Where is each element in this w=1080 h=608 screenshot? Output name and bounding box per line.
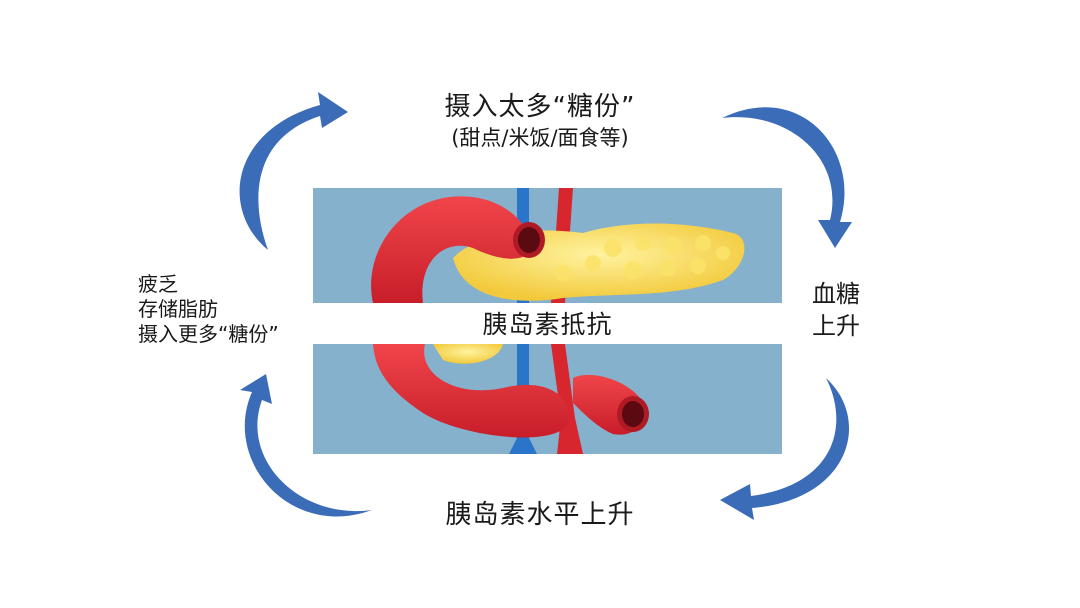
right-step-text: 血糖 上升 xyxy=(812,278,860,342)
pancreas-illustration xyxy=(313,188,782,454)
right-step-line-1: 血糖 xyxy=(812,280,860,308)
curved-arrow-icon-bottom-right xyxy=(720,378,850,520)
center-label: 胰岛素抵抗 xyxy=(482,310,613,339)
illustration-upper-panel xyxy=(313,188,782,303)
right-step-line-2: 上升 xyxy=(812,312,860,340)
left-step-line-2: 存储脂肪 xyxy=(138,297,218,321)
curved-arrow-icon-top-right xyxy=(722,107,852,249)
bottom-step-text: 胰岛素水平上升 xyxy=(445,500,635,530)
left-step-text: 疲乏 存储脂肪 摄入更多“糖份” xyxy=(138,272,279,347)
left-step-line-1: 疲乏 xyxy=(138,272,178,296)
illustration-lower-panel xyxy=(313,344,782,454)
top-step-subtitle: (甜点/米饭/面食等) xyxy=(451,126,629,150)
curved-arrow-icon-bottom-left xyxy=(240,374,372,517)
left-step-line-3: 摄入更多“糖份” xyxy=(138,322,279,346)
top-step-title: 摄入太多“糖份” xyxy=(444,92,636,122)
curved-arrow-icon-top-left xyxy=(239,92,348,250)
